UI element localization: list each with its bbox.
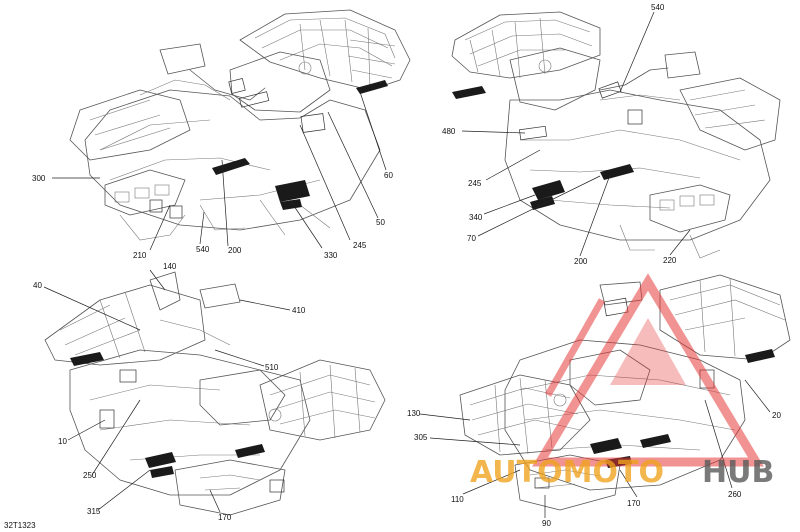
view-front-left: 300 210 540 200 330 245 50 60 [32,9,411,260]
callout-210: 210 [133,251,147,260]
callout-510: 510 [265,363,279,372]
callout-130: 130 [407,409,421,418]
watermark-text-automoto: AUTOMOTO [470,455,664,490]
callout-250: 250 [83,471,97,480]
callout-220: 220 [663,256,677,265]
callout-330: 330 [324,251,338,260]
view-rear-left: 40 140 410 510 10 250 315 170 [33,262,386,522]
callout-480: 480 [442,127,456,136]
callout-245: 245 [468,179,482,188]
callout-410: 410 [292,306,306,315]
callout-305: 305 [414,433,428,442]
callout-200: 200 [574,257,588,266]
callout-260: 260 [728,490,742,499]
callout-540: 540 [196,245,210,254]
callout-245: 245 [353,241,367,250]
callout-300: 300 [32,174,46,183]
callout-90: 90 [542,519,551,528]
callout-10: 10 [58,437,67,446]
callout-140: 140 [163,262,177,271]
callout-200: 200 [228,246,242,255]
callout-20: 20 [772,411,781,420]
callout-170: 170 [218,513,232,522]
callout-50: 50 [376,218,385,227]
callout-540: 540 [651,3,665,12]
callout-170: 170 [627,499,641,508]
callout-110: 110 [451,495,464,504]
watermark-text-hub: HUB [702,455,774,490]
callout-60: 60 [384,171,393,180]
callout-40: 40 [33,281,42,290]
diagram-id: 32T1323 [4,521,36,530]
view-rear-right: 130 305 110 90 170 260 20 [407,274,791,528]
callout-340: 340 [469,213,483,222]
callout-70: 70 [467,234,476,243]
automotohub-watermark: AUTOMOTO HUB [470,273,774,490]
view-front-right: 540 480 245 340 70 200 220 [442,3,781,266]
callout-315: 315 [87,507,101,516]
